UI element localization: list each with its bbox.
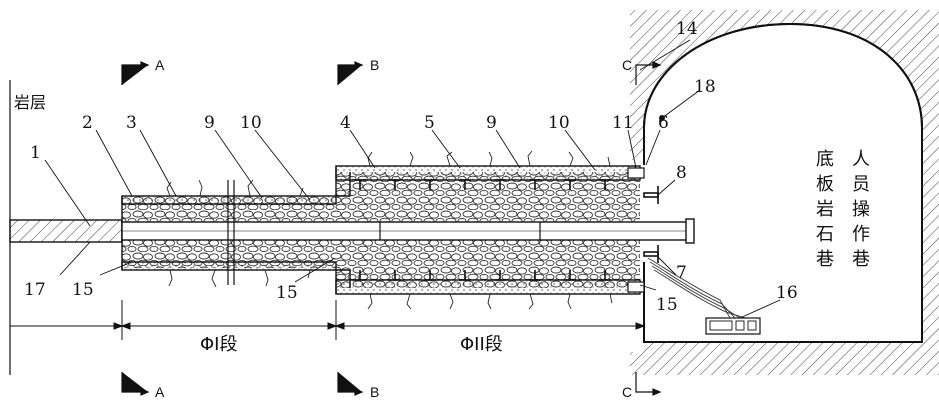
section-a-bottom: A <box>155 384 165 400</box>
callout-8: 8 <box>676 163 687 183</box>
rock-layer-label: 岩层 <box>14 93 46 112</box>
roadway <box>630 10 939 375</box>
callout-15b: 15 <box>276 283 298 303</box>
svg-text:巷: 巷 <box>852 249 870 270</box>
section-c-bottom: C <box>622 384 632 400</box>
svg-text:作: 作 <box>852 224 870 245</box>
svg-text:巷: 巷 <box>816 249 834 270</box>
callout-6: 6 <box>658 113 669 133</box>
callout-16: 16 <box>776 283 798 303</box>
callout-5: 5 <box>424 113 435 133</box>
room-label-col2: 人 员 操 作 巷 <box>852 149 870 270</box>
room-label-col1: 底 板 岩 石 巷 <box>816 149 834 270</box>
segment-two-label: ΦII段 <box>460 334 503 355</box>
svg-text:底: 底 <box>816 149 834 170</box>
callout-2: 2 <box>82 113 93 133</box>
callout-9b: 9 <box>486 113 497 133</box>
callout-9a: 9 <box>204 113 215 133</box>
callout-15a: 15 <box>72 280 94 300</box>
section-c-top: C <box>622 57 632 73</box>
svg-text:石: 石 <box>816 224 834 245</box>
section-b-bottom: B <box>370 384 379 400</box>
monitor-device <box>706 318 760 334</box>
callout-10a: 10 <box>240 113 262 133</box>
callout-17: 17 <box>24 280 46 300</box>
section-b-top: B <box>370 57 379 73</box>
casing-pipe <box>10 219 694 243</box>
callout-4: 4 <box>340 113 351 133</box>
dimension-line <box>10 300 644 340</box>
svg-text:岩: 岩 <box>816 199 834 220</box>
callout-14: 14 <box>676 19 698 39</box>
svg-text:板: 板 <box>816 174 834 195</box>
svg-text:员: 员 <box>852 174 870 195</box>
callout-10b: 10 <box>548 113 570 133</box>
callout-7: 7 <box>676 263 687 283</box>
callout-1: 1 <box>30 143 41 163</box>
callout-11: 11 <box>612 113 634 133</box>
callout-18: 18 <box>694 77 716 97</box>
segment-one-label: ΦI段 <box>200 334 237 355</box>
svg-text:人: 人 <box>852 149 870 170</box>
svg-text:操: 操 <box>852 199 870 220</box>
section-a-top: A <box>155 57 165 73</box>
callout-3: 3 <box>126 113 137 133</box>
callout-15c: 15 <box>656 295 678 315</box>
